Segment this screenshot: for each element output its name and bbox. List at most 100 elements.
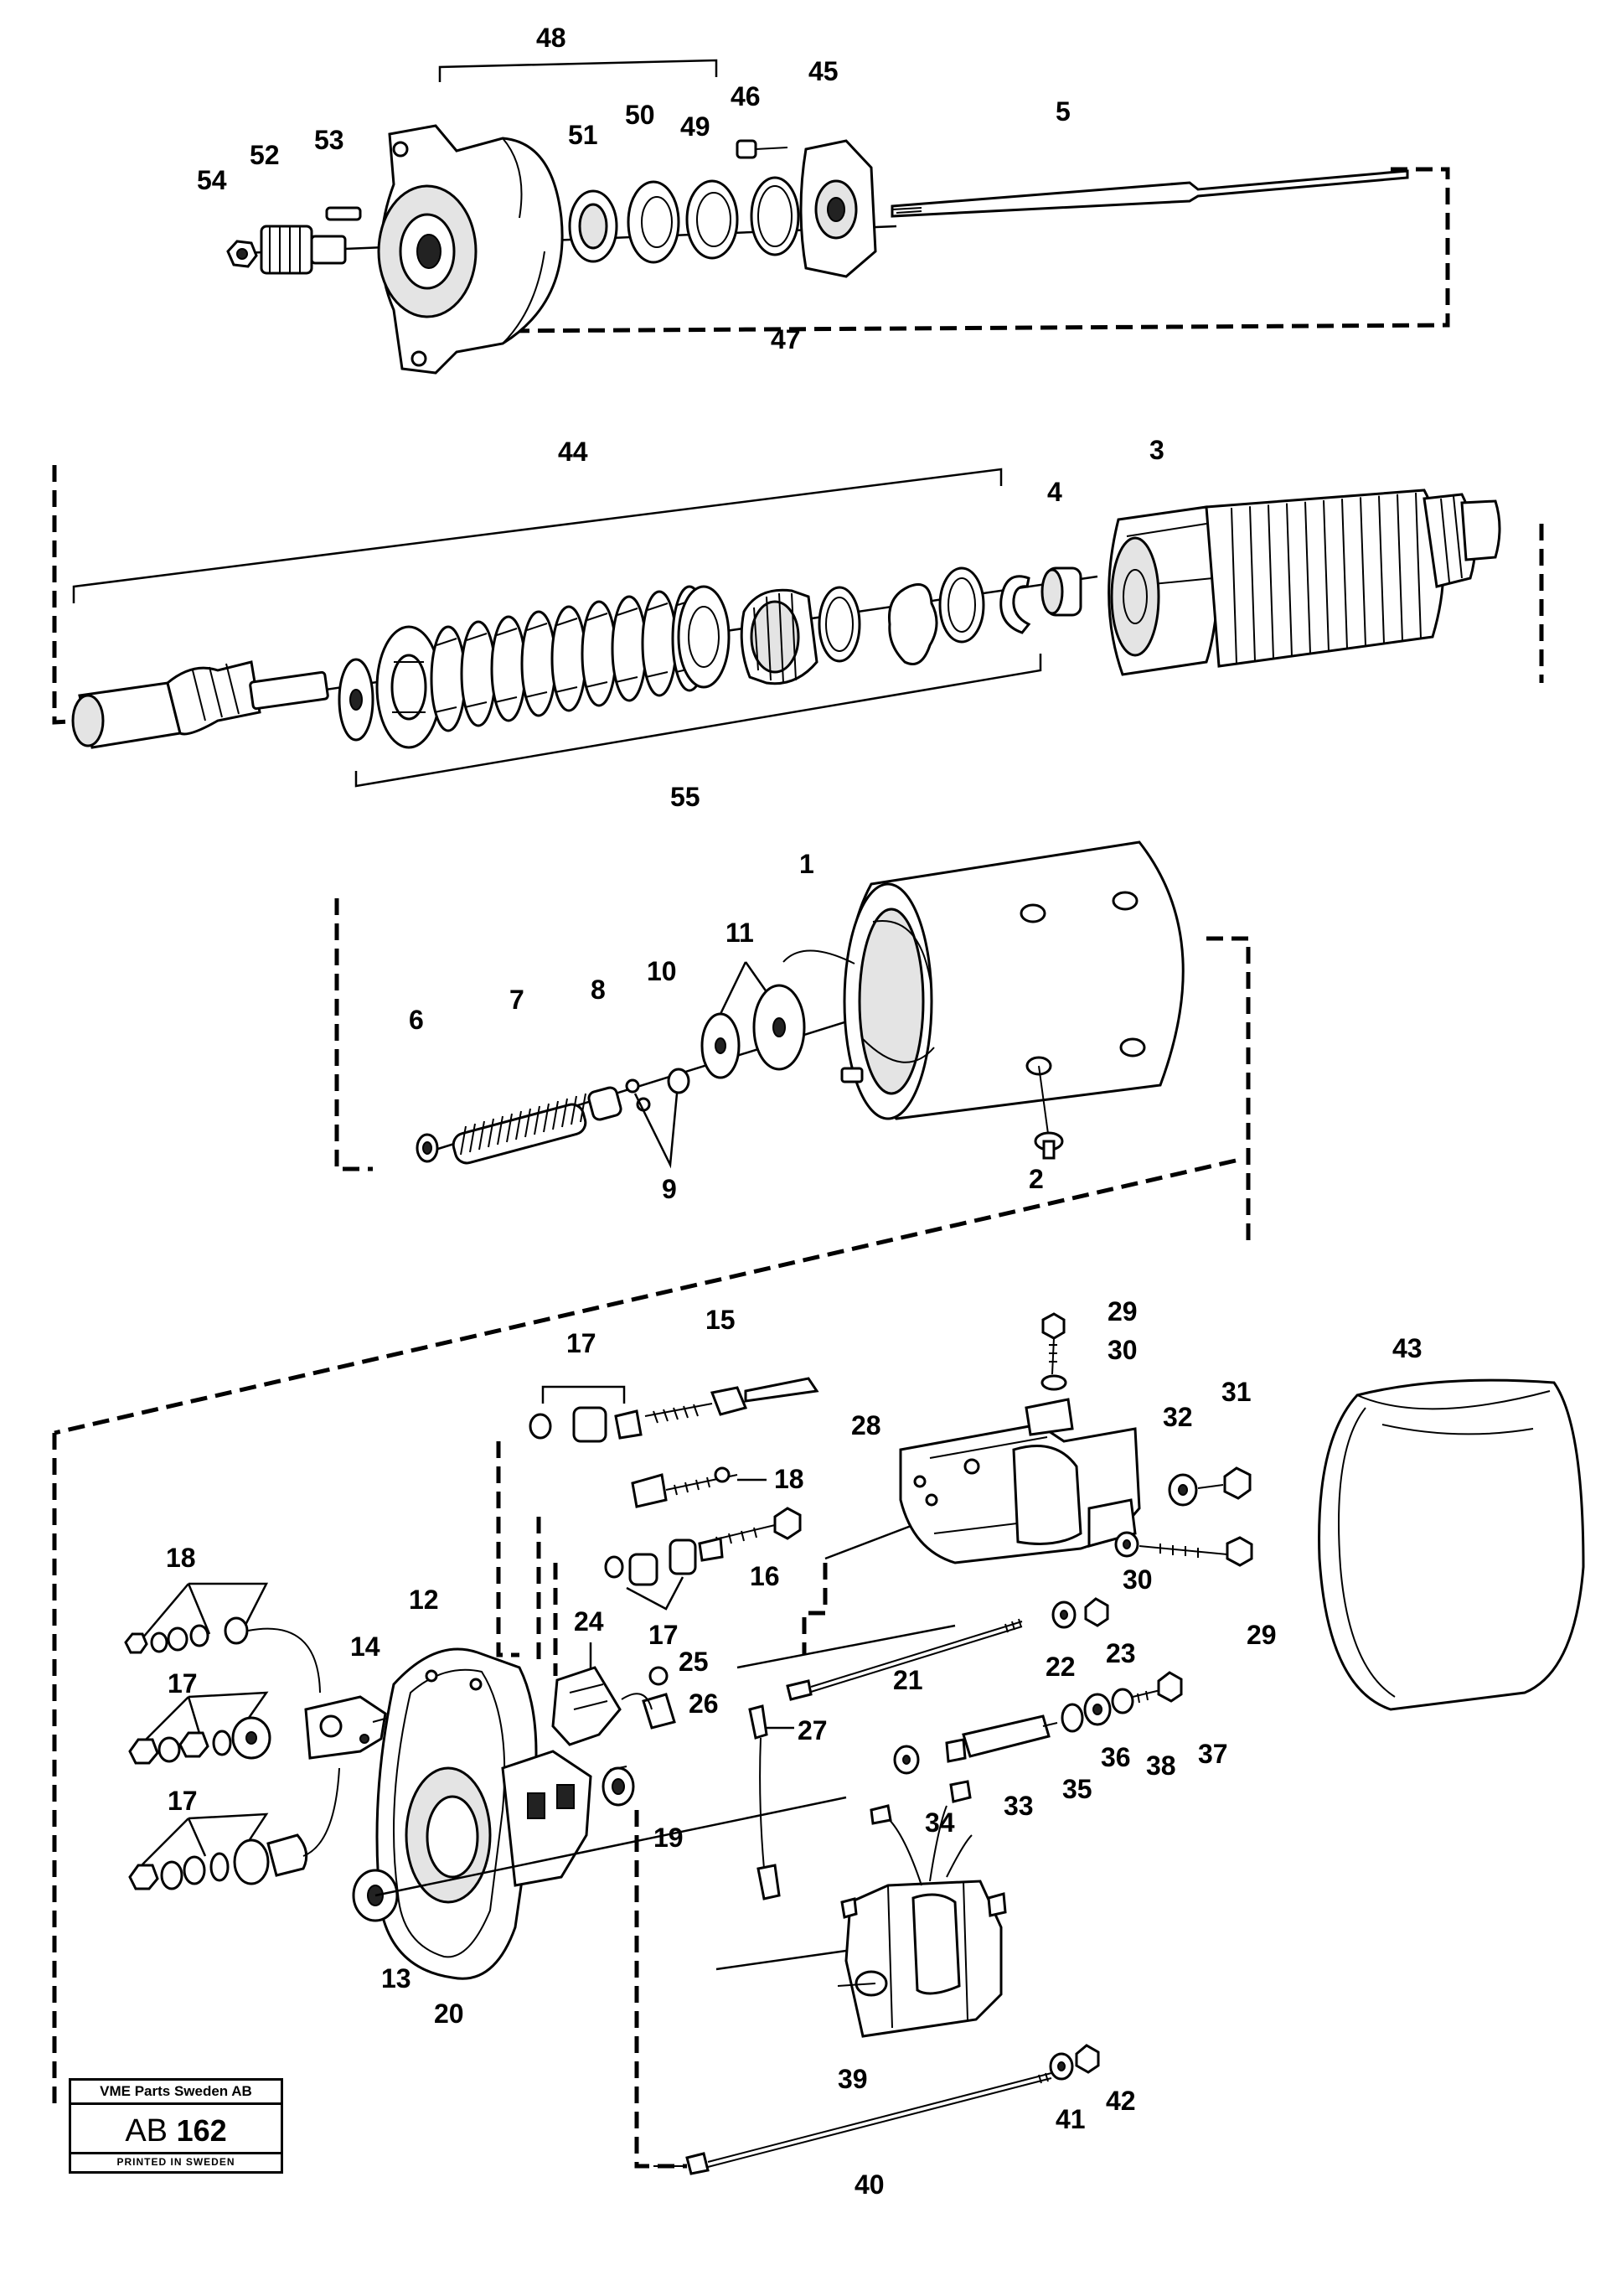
stamp-code-number: 162 [176, 2113, 227, 2148]
rod-5 [891, 169, 1409, 218]
sleeve-8 [587, 1086, 622, 1121]
callout-17-top: 17 [566, 1328, 596, 1358]
plate-45 [799, 139, 877, 278]
washer-stack-18 [124, 1582, 321, 1694]
section-armature [52, 465, 1544, 788]
armature-winding [1231, 507, 1237, 664]
spring-coil [552, 1100, 559, 1130]
clutch-plate-stack-55 [375, 585, 731, 749]
callout-26: 26 [689, 1688, 719, 1719]
spring-7 [452, 1093, 587, 1165]
callout-48: 48 [536, 23, 566, 53]
insulator-stack-17-top [529, 1385, 643, 1443]
section-commutator-end [52, 1158, 1585, 2175]
spring-coil [469, 1123, 476, 1153]
callout-42: 42 [1106, 2086, 1136, 2116]
callout-33: 33 [1004, 1791, 1034, 1821]
drive-gear [740, 588, 818, 685]
washer-35-36-38-bolt-37 [1061, 1671, 1183, 1733]
callout-6: 6 [409, 1005, 424, 1035]
armature-winding [1323, 499, 1330, 652]
rod-21 [736, 1618, 1023, 1701]
callout-labels: 48 54 52 53 51 50 49 46 45 5 47 44 3 4 5… [166, 23, 1423, 2200]
spring-coil [543, 1103, 550, 1133]
armature-winding [1397, 494, 1403, 642]
commutator-end-frame-12 [375, 1647, 592, 1980]
callout-13: 13 [381, 1963, 411, 1993]
clutch-plate-tab [645, 602, 669, 678]
callout-19: 19 [653, 1823, 684, 1853]
clutch-plate [641, 590, 678, 697]
callout-36: 36 [1101, 1742, 1131, 1772]
washer-stack-17a [128, 1691, 271, 1765]
callout-31: 31 [1221, 1377, 1252, 1407]
dash-link-4e [802, 1563, 828, 1655]
spring-coil [515, 1110, 522, 1140]
screw-25-clip-26 [621, 1666, 676, 1730]
insulator-stack-17-mid [604, 1537, 724, 1611]
screw-46 [736, 139, 788, 159]
lead-27 [748, 1704, 794, 1900]
dash-link-4c [496, 1441, 519, 1657]
armature-winding [1268, 504, 1274, 659]
callout-11: 11 [725, 918, 754, 948]
stamp-code-prefix: AB [125, 2113, 168, 2149]
callout-18-right: 18 [774, 1464, 804, 1494]
callout-53: 53 [314, 125, 344, 155]
washer-30-bolt-29-bottom [1114, 1531, 1253, 1567]
callout-39: 39 [838, 2064, 868, 2094]
callout-43: 43 [1392, 1333, 1423, 1363]
bushing-4 [1040, 566, 1082, 617]
callout-35: 35 [1062, 1774, 1092, 1804]
washer-34 [893, 1745, 920, 1775]
wave-washer [887, 583, 938, 665]
washers-11 [700, 961, 806, 1079]
leader-28 [824, 1523, 914, 1560]
armature-winding [1378, 495, 1385, 644]
clutch-plate [550, 605, 587, 712]
dash-link-3b [1206, 936, 1251, 1240]
callout-17-left-a: 17 [168, 1668, 198, 1699]
callout-32: 32 [1163, 1402, 1193, 1432]
clutch-plate [490, 615, 527, 722]
callout-8: 8 [591, 975, 606, 1005]
ring-10 [667, 1068, 690, 1094]
parts-catalog-stamp: VME Parts Sweden AB AB 162 PRINTED IN SW… [69, 2078, 283, 2174]
pins-9 [625, 1078, 679, 1169]
callout-40: 40 [855, 2169, 885, 2200]
clutch-plate-tab [524, 623, 548, 698]
stamp-printed: PRINTED IN SWEDEN [71, 2152, 281, 2171]
section-drive-end [226, 59, 1450, 375]
bracket-55 [354, 654, 1042, 788]
armature-3 [1108, 489, 1501, 676]
callout-17-left-b: 17 [168, 1786, 198, 1816]
washer-30-top [1040, 1374, 1067, 1391]
bracket-44 [72, 468, 1003, 603]
callout-34: 34 [925, 1807, 955, 1838]
callout-22: 22 [1046, 1652, 1076, 1682]
yoke-1 [782, 840, 1185, 1120]
callout-23: 23 [1106, 1638, 1136, 1668]
clutch-plate-tab [494, 628, 518, 703]
washer-32-nut-31 [1168, 1466, 1252, 1507]
seal-51 [568, 189, 618, 263]
clutch-plate [520, 610, 557, 717]
callout-21: 21 [893, 1665, 923, 1695]
dash-link-4a [52, 1158, 1237, 2103]
rod-40 [653, 2072, 1052, 2175]
spring-coil [571, 1095, 577, 1125]
spring-coil [478, 1120, 485, 1151]
dash-link-2a [52, 465, 85, 725]
spring-coil [497, 1115, 503, 1145]
stamp-code: AB 162 [71, 2105, 281, 2157]
axis-4 [374, 1796, 847, 1897]
callout-1: 1 [799, 849, 814, 879]
nut-54 [226, 240, 258, 268]
bolt-29-top [1041, 1312, 1066, 1375]
washer-6 [416, 1133, 439, 1163]
armature-winding [1360, 497, 1366, 647]
callout-4: 4 [1047, 477, 1062, 507]
callout-24: 24 [574, 1606, 604, 1637]
